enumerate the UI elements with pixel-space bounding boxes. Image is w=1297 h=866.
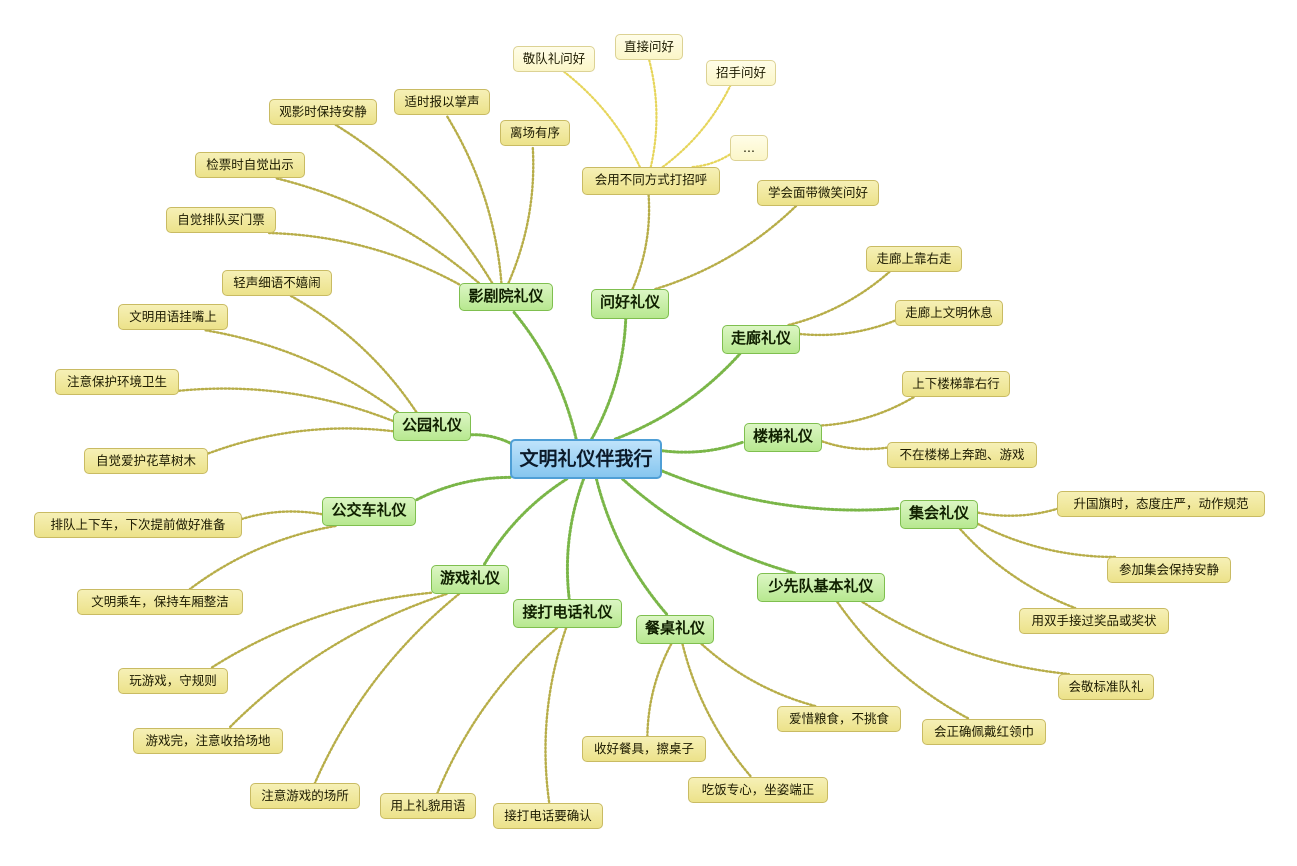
link-root-stairs (660, 440, 746, 454)
link-l-st1 (820, 440, 889, 451)
branch-theater-etiquette[interactable]: 影剧院礼仪 (459, 283, 553, 311)
link-root-pioneer (621, 477, 796, 575)
branch-pioneer-etiquette[interactable]: 少先队基本礼仪 (757, 573, 885, 602)
leaf-theater-queue[interactable]: 自觉排队买门票 (166, 207, 276, 233)
branch-assembly-etiquette[interactable]: 集会礼仪 (900, 500, 978, 529)
link-l-as1 (976, 522, 1117, 559)
topic-greet-ways[interactable]: 会用不同方式打招呼 (582, 167, 720, 195)
link-l-gw0 (563, 70, 641, 169)
leaf-corridor-rest[interactable]: 走廊上文明休息 (895, 300, 1003, 326)
leaf-stairs-no-running[interactable]: 不在楼梯上奔跑、游戏 (887, 442, 1037, 468)
link-l-di1 (646, 642, 673, 738)
branch-stairs-etiquette[interactable]: 楼梯礼仪 (744, 423, 822, 452)
link-l-pa0 (289, 294, 418, 414)
link-l-as0 (976, 507, 1059, 517)
link-l-di2 (681, 642, 753, 779)
leaf-game-rules[interactable]: 玩游戏，守规则 (118, 668, 228, 694)
link-root-bus (414, 475, 512, 502)
branch-game-etiquette[interactable]: 游戏礼仪 (431, 565, 509, 594)
link-root-dining (594, 477, 669, 617)
branch-dining-etiquette[interactable]: 餐桌礼仪 (636, 615, 714, 644)
leaf-pioneer-salute[interactable]: 会敬标准队礼 (1058, 674, 1154, 700)
link-l-pi1 (836, 600, 971, 721)
link-l-pi0 (861, 600, 1070, 676)
link-l-ph1 (544, 626, 568, 805)
link-l-pa3 (206, 427, 395, 455)
link-l-th1 (445, 113, 503, 285)
leaf-phone-confirm[interactable]: 接打电话要确认 (493, 803, 603, 829)
link-l-di0 (700, 642, 817, 708)
leaf-assembly-award[interactable]: 用双手接过奖品或奖状 (1019, 608, 1169, 634)
link-root-corridor (613, 352, 742, 441)
branch-phone-etiquette[interactable]: 接打电话礼仪 (513, 599, 622, 628)
leaf-dining-clean-up[interactable]: 收好餐具，擦桌子 (582, 736, 706, 762)
leaf-park-polite[interactable]: 文明用语挂嘴上 (118, 304, 228, 330)
link-l-as2 (958, 527, 1077, 610)
branch-bus-etiquette[interactable]: 公交车礼仪 (322, 497, 416, 526)
leaf-theater-applause[interactable]: 适时报以掌声 (394, 89, 490, 115)
leaf-bus-clean[interactable]: 文明乘车，保持车厢整洁 (77, 589, 243, 615)
leaf-assembly-quiet[interactable]: 参加集会保持安静 (1107, 557, 1231, 583)
link-root-assembly (660, 469, 902, 512)
link-l-gw1 (648, 58, 658, 169)
leaf-park-environment[interactable]: 注意保护环境卫生 (55, 369, 179, 395)
link-root-theater (511, 309, 578, 441)
link-l-co0 (787, 270, 891, 327)
leaf-phone-polite[interactable]: 用上礼貌用语 (380, 793, 476, 819)
leaf-theater-exit[interactable]: 离场有序 (500, 120, 570, 146)
leaf-greet-smile[interactable]: 学会面带微笑问好 (757, 180, 879, 206)
link-l-ga0 (209, 591, 433, 670)
link-l-gw3 (691, 153, 732, 169)
leaf-greet-direct[interactable]: 直接问好 (615, 34, 683, 60)
leaf-dining-no-waste[interactable]: 爱惜粮食，不挑食 (777, 706, 901, 732)
leaf-park-plants[interactable]: 自觉爱护花草树木 (84, 448, 208, 474)
link-l-gw2 (661, 84, 732, 169)
leaf-theater-quiet[interactable]: 观影时保持安静 (269, 99, 377, 125)
link-root-phone (565, 477, 586, 601)
link-root-games (482, 477, 569, 567)
root-topic[interactable]: 文明礼仪伴我行 (510, 439, 662, 479)
link-l-th3 (274, 176, 481, 285)
link-l-th2 (507, 144, 535, 285)
link-l-bu1 (188, 524, 337, 591)
link-l-pa1 (202, 328, 399, 414)
leaf-theater-ticket[interactable]: 检票时自觉出示 (195, 152, 305, 178)
leaf-dining-posture[interactable]: 吃饭专心，坐姿端正 (688, 777, 828, 803)
branch-corridor-etiquette[interactable]: 走廊礼仪 (722, 325, 800, 354)
leaf-game-place[interactable]: 注意游戏的场所 (250, 783, 360, 809)
link-l-gr0 (654, 204, 798, 291)
link-l-st0 (820, 395, 916, 427)
leaf-park-soft-voice[interactable]: 轻声细语不嬉闹 (222, 270, 332, 296)
leaf-greet-wave[interactable]: 招手问好 (706, 60, 776, 86)
branch-park-etiquette[interactable]: 公园礼仪 (393, 412, 471, 441)
branch-greeting-etiquette[interactable]: 问好礼仪 (591, 289, 669, 319)
link-root-park (469, 433, 512, 445)
link-l-th0 (334, 123, 494, 285)
link-l-ph0 (436, 626, 559, 795)
leaf-greet-more[interactable]: ... (730, 135, 768, 161)
link-root-greeting (590, 317, 628, 441)
leaf-pioneer-scarf[interactable]: 会正确佩戴红领巾 (922, 719, 1046, 745)
leaf-assembly-flag[interactable]: 升国旗时，态度庄严，动作规范 (1057, 491, 1265, 517)
link-l-pa2 (177, 387, 395, 423)
link-l-co1 (798, 319, 897, 337)
link-l-ga2 (313, 592, 461, 785)
link-l-th4 (267, 231, 461, 286)
link-greeting-greetways (631, 193, 651, 291)
leaf-game-tidy[interactable]: 游戏完，注意收拾场地 (133, 728, 283, 754)
leaf-corridor-right[interactable]: 走廊上靠右走 (866, 246, 962, 272)
leaf-bus-queue[interactable]: 排队上下车，下次提前做好准备 (34, 512, 242, 538)
leaf-stairs-right[interactable]: 上下楼梯靠右行 (902, 371, 1010, 397)
link-l-ga1 (227, 592, 448, 730)
leaf-greet-salute[interactable]: 敬队礼问好 (513, 46, 595, 72)
link-l-bu0 (240, 510, 324, 521)
